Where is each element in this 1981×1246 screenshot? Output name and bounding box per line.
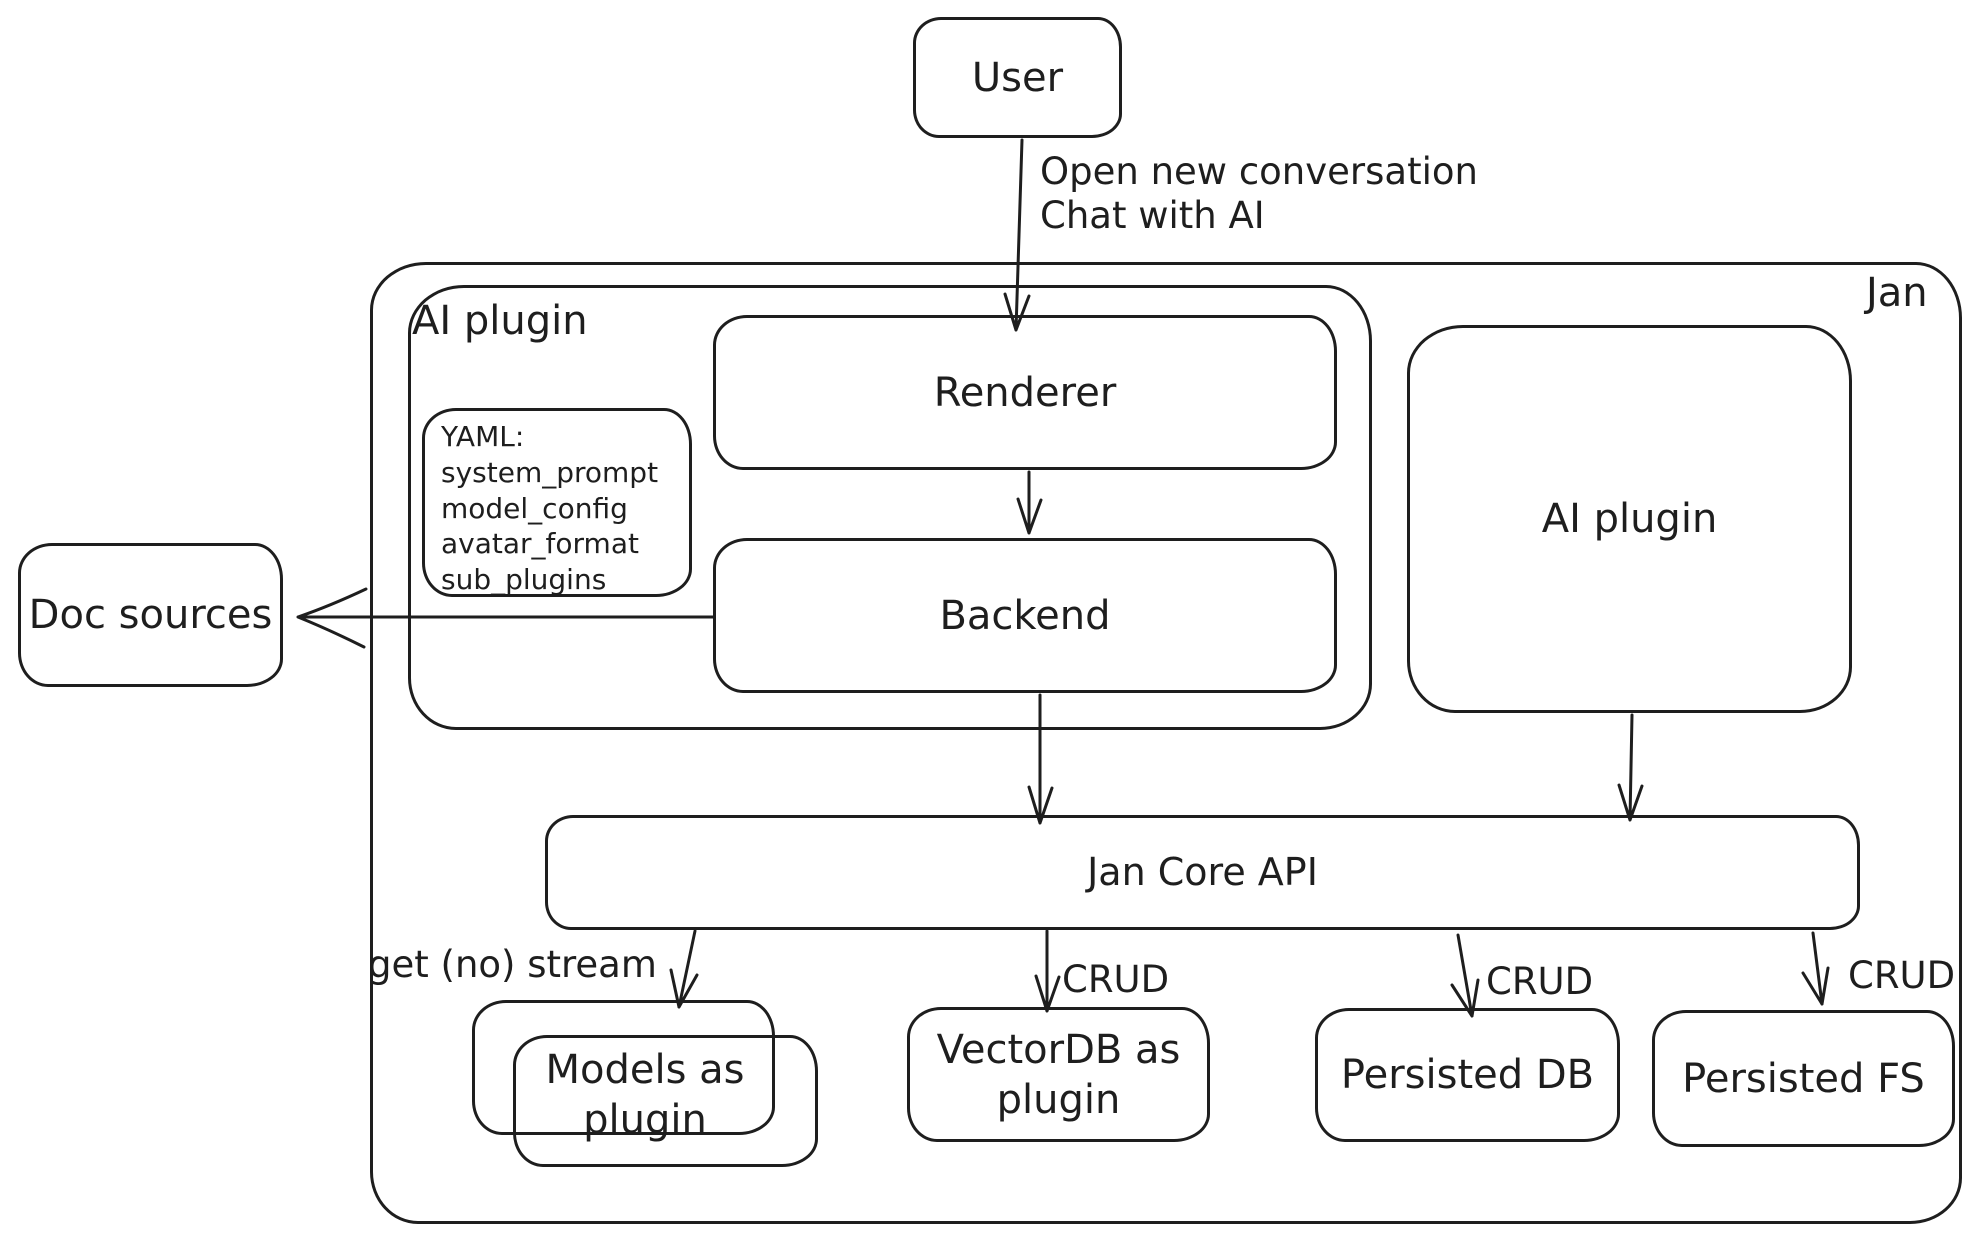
models-as-plugin-node-back xyxy=(472,1000,775,1135)
doc-sources-node: Doc sources xyxy=(18,543,283,687)
persisted-fs-node: Persisted FS xyxy=(1652,1010,1955,1147)
jan-container xyxy=(370,262,1962,1224)
edge-label-crud-vectordb: CRUD xyxy=(1062,958,1170,1001)
ai-plugin-group xyxy=(408,285,1372,730)
edge-label-crud-persisted-db: CRUD xyxy=(1486,960,1594,1003)
edge-label-crud-persisted-fs: CRUD xyxy=(1848,954,1956,997)
edge-label-get-no-stream: get (no) stream xyxy=(368,943,657,986)
models-as-plugin-label: Models as plugin xyxy=(545,1047,745,1143)
user-node: User xyxy=(913,17,1122,138)
jan-core-api-node: Jan Core API xyxy=(545,815,1860,930)
ai-plugin-group-label: AI plugin xyxy=(412,298,588,344)
jan-container-label: Jan xyxy=(1866,270,1928,316)
persisted-db-node: Persisted DB xyxy=(1315,1008,1620,1142)
models-as-plugin-node xyxy=(513,1035,818,1167)
ai-plugin-node: AI plugin xyxy=(1407,325,1852,713)
vectordb-node: VectorDB as plugin xyxy=(907,1007,1210,1142)
edge-label-open-conversation: Open new conversation Chat with AI xyxy=(1040,150,1478,238)
yaml-note: YAML: system_prompt model_config avatar_… xyxy=(422,408,692,597)
yaml-note-text: YAML: system_prompt model_config avatar_… xyxy=(441,420,659,597)
renderer-node: Renderer xyxy=(713,315,1337,470)
backend-node: Backend xyxy=(713,538,1337,693)
